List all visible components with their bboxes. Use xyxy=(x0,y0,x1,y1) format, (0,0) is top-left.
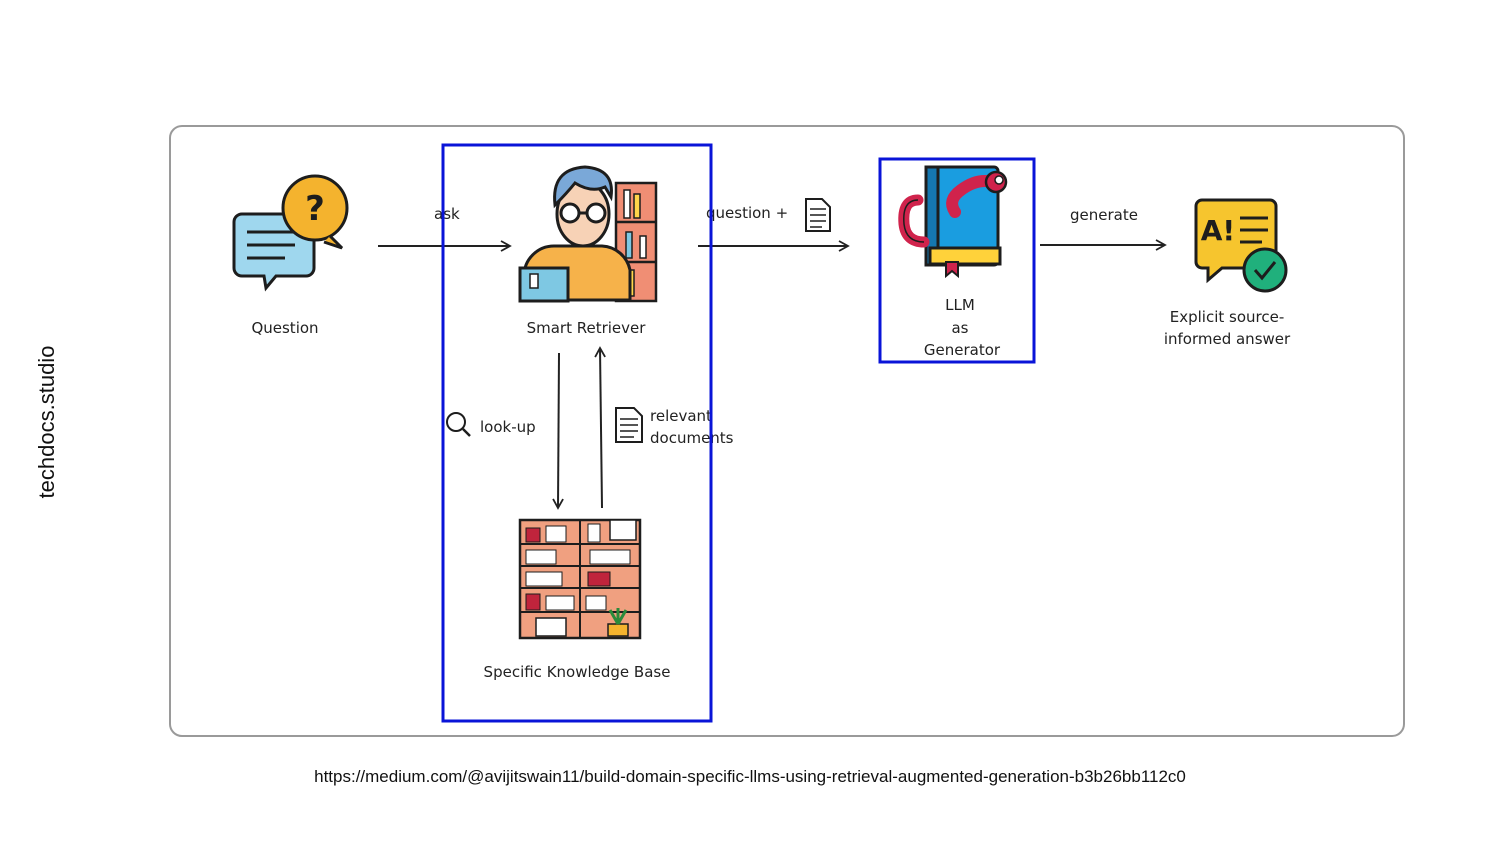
svg-text:A!: A! xyxy=(1201,214,1235,247)
edge-relevant-label-1: relevant xyxy=(650,407,712,425)
retriever-highlight-box xyxy=(441,143,713,723)
edge-relevant-label-2: documents xyxy=(650,429,734,447)
node-llm-label-1: LLM xyxy=(945,296,975,314)
question-bubble-icon: ? xyxy=(232,174,349,292)
edge-look-up-label: look-up xyxy=(480,418,536,436)
svg-text:?: ? xyxy=(305,189,325,229)
ai-answer-icon: A! xyxy=(1194,198,1288,293)
source-url[interactable]: https://medium.com/@avijitswain11/build-… xyxy=(314,767,1186,786)
lookup-arrow xyxy=(552,352,564,510)
llm-highlight-box xyxy=(878,157,1036,364)
node-smart-retriever-label: Smart Retriever xyxy=(527,319,647,337)
edge-generate-label: generate xyxy=(1070,206,1138,224)
node-llm-label-2: as xyxy=(951,319,968,337)
edge-question-plus-label: question + xyxy=(706,204,788,222)
llm-book-worm-icon xyxy=(898,165,1008,279)
document-icon xyxy=(805,198,831,232)
magnifier-icon xyxy=(446,412,471,437)
retriever-person-icon xyxy=(518,165,658,303)
node-knowledge-base-label: Specific Knowledge Base xyxy=(484,663,671,681)
relevant-docs-arrow xyxy=(594,346,606,509)
node-answer-label-1: Explicit source- xyxy=(1170,308,1285,326)
edge-ask-label: ask xyxy=(434,205,460,223)
relevant-document-icon xyxy=(615,407,643,443)
node-llm-label-3: Generator xyxy=(924,341,1001,359)
node-question-label: Question xyxy=(251,319,318,337)
diagram-frame xyxy=(169,125,1405,737)
node-answer-label-2: informed answer xyxy=(1164,330,1291,348)
bookshelf-icon xyxy=(518,518,642,640)
